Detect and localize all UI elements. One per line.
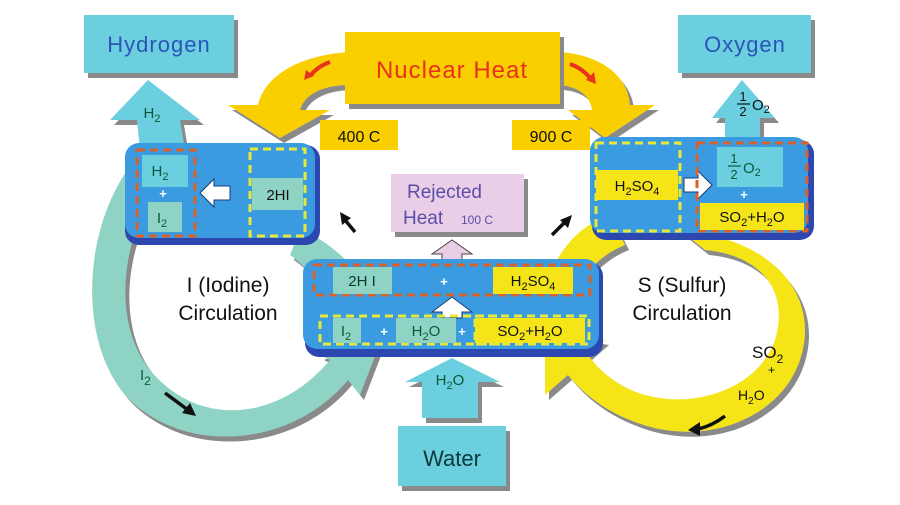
- h2-product-chip: [142, 155, 188, 187]
- temp-400-label: 400 C: [338, 129, 381, 146]
- hydrogen-arrow: [110, 80, 200, 150]
- oxygen-label: Oxygen: [704, 32, 786, 57]
- h2so4-input-chip: [596, 170, 678, 200]
- water-arrow: [405, 358, 500, 418]
- hydrogen-box: [84, 15, 234, 73]
- svg-text:2: 2: [739, 104, 746, 119]
- bunsen-reaction-arrow-icon: [430, 296, 474, 319]
- rejected-heat-arrow-icon: [430, 239, 474, 263]
- h2so4-decomposition-box: H2SO4 1 2 O2 + SO2+H2O: [590, 137, 814, 240]
- temp-900-label: 900 C: [530, 129, 573, 146]
- h2o-input-chip: [396, 318, 456, 343]
- bunsen-products-group: [312, 263, 592, 297]
- sulfur-flow-down-icon: [697, 414, 727, 431]
- rejected-heat-temp: 100 C: [461, 213, 493, 227]
- h2so4-products-group: [695, 141, 809, 233]
- half-o2-product-chip: [717, 147, 783, 187]
- sulfur-loop-label-line1: S (Sulfur): [638, 274, 727, 297]
- temp-900-badge: [512, 120, 590, 150]
- iodine-loop-label-line1: I (Iodine): [187, 274, 270, 297]
- iodine-flow-up-icon: [343, 218, 357, 234]
- 2hi-input-label: 2HI: [266, 187, 289, 204]
- sulfur-carrier-top: SO2: [752, 343, 784, 366]
- sulfur-flow-down-arrowhead-icon: [688, 422, 700, 436]
- svg-text:O2: O2: [752, 97, 770, 116]
- water-box: [398, 426, 506, 486]
- svg-text:1: 1: [730, 151, 737, 166]
- water-arrow-label: H2O: [436, 372, 465, 392]
- h2so4-plus: +: [740, 187, 748, 202]
- rejected-heat-line2: Heat: [403, 208, 444, 229]
- h2so4-product-chip: [493, 267, 573, 294]
- hi-input-group: [248, 147, 307, 238]
- 2hi-product-label: 2H I: [348, 273, 376, 290]
- bunsen-inputs-plus-2: +: [458, 324, 466, 339]
- bunsen-inputs-plus-1: +: [380, 324, 388, 339]
- i2-input-chip: [333, 318, 361, 343]
- sulfur-loop-label-line2: Circulation: [632, 302, 731, 325]
- iodine-carrier-label: I2: [140, 367, 151, 388]
- nuclear-heat-box: [345, 32, 560, 104]
- hi-plus: +: [159, 186, 167, 201]
- so2-h2o-input-group: [473, 314, 591, 346]
- oxygen-box: [678, 15, 811, 73]
- bunsen-products-plus: +: [440, 274, 448, 289]
- iodine-loop-label-line2: Circulation: [178, 302, 277, 325]
- h2o-input-label: H2O: [412, 323, 441, 343]
- temp-400-badge: [320, 120, 398, 150]
- sulfur-carrier-bottom: H2O: [738, 387, 765, 407]
- nuclear-heat-left-arrow: [228, 52, 350, 138]
- sulfur-flow-up-arrowhead-icon: [560, 215, 572, 228]
- heat-flow-right-icon: [569, 62, 592, 80]
- so2-h2o-product-chip: [700, 203, 804, 230]
- oxygen-arrow: [712, 80, 775, 140]
- so2-h2o-input-chip: [475, 318, 585, 343]
- svg-text:2: 2: [730, 167, 737, 182]
- iodine-flow-down-icon: [163, 391, 190, 412]
- hydrogen-label: Hydrogen: [107, 32, 210, 57]
- water-label: Water: [423, 446, 481, 471]
- i2-product-chip: [148, 202, 182, 232]
- bunsen-reaction-box: 2H I + H2SO4 I2 + H2O + SO2+H2O: [303, 259, 603, 357]
- heat-flow-left-arrowhead-icon: [304, 70, 314, 80]
- hi-decomposition-box: H2 + I2 2HI: [125, 143, 320, 245]
- hi-products-group: [135, 148, 197, 238]
- rejected-heat-box: [391, 174, 524, 232]
- iodine-flow-down-arrowhead-icon: [182, 403, 196, 416]
- nuclear-heat-label: Nuclear Heat: [376, 57, 528, 84]
- i2-input-label: I2: [341, 323, 351, 343]
- svg-text:1: 1: [739, 89, 746, 104]
- 2hi-product-chip: [333, 267, 392, 294]
- 2hi-input-chip: [252, 178, 303, 210]
- heat-flow-right-arrowhead-icon: [586, 72, 596, 84]
- i2-product-label: I2: [157, 210, 167, 230]
- hi-reaction-arrow-icon: [199, 177, 231, 209]
- rejected-heat-line1: Rejected: [407, 182, 482, 203]
- sulfur-flow-up-icon: [550, 221, 566, 237]
- sulfur-carrier-plus: +: [768, 363, 775, 377]
- iodine-flow-up-arrowhead-icon: [340, 212, 351, 225]
